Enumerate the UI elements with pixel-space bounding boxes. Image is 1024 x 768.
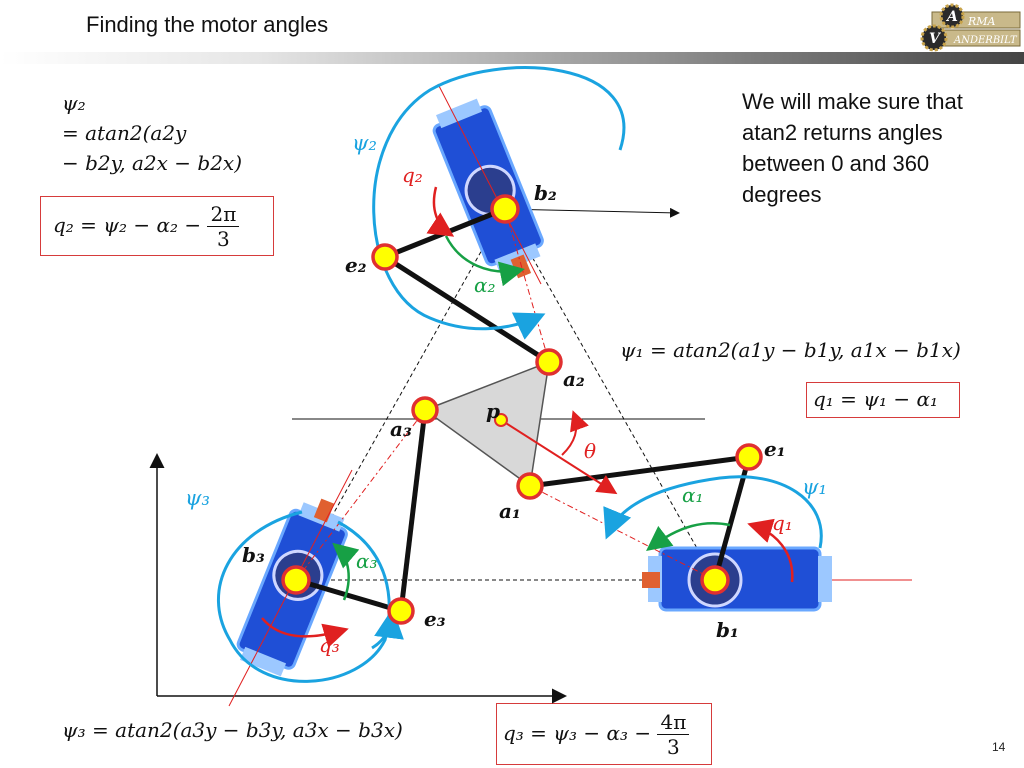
q3-fraction-num: 4π: [657, 710, 690, 735]
joint-a3: [411, 396, 439, 424]
q2-fraction-num: 2π: [207, 202, 240, 227]
psi2-eq-line-3: − b2y, a2x − b2x): [62, 151, 243, 175]
platform-orientation-arrow: [500, 419, 618, 495]
link-e3-a3: [398, 409, 428, 612]
label-q2: q₂: [402, 163, 423, 187]
q3-fraction: 4π 3: [657, 710, 690, 759]
psi1-arc: [603, 475, 823, 549]
servo-b1: [642, 546, 832, 612]
psi2-eq-line-2: = atan2(a2y: [62, 121, 187, 145]
psi2-eq-line-1: ψ₂: [62, 91, 86, 115]
q2-equation-lhs: q₂ = ψ₂ − α₂ −: [53, 213, 202, 237]
q3-equation-lhs: q₃ = ψ₃ − α₃ −: [503, 721, 652, 745]
joint-a2: [535, 348, 563, 376]
label-psi2: ψ₂: [352, 131, 377, 155]
psi1-equation: ψ₁ = atan2(a1y − b1y, a1x − b1x): [620, 338, 961, 362]
label-a1: a₁: [499, 499, 521, 523]
q2-fraction: 2π 3: [207, 202, 240, 251]
moving-platform: [423, 360, 550, 488]
link-b3-e3: [295, 577, 402, 614]
label-e3: e₃: [424, 607, 446, 631]
label-psi3: ψ₃: [185, 486, 210, 510]
label-theta: θ: [584, 439, 596, 463]
platform-center-p: [494, 413, 508, 427]
label-q3: q₃: [319, 633, 340, 657]
logo-letter-a: A: [945, 9, 958, 25]
q3-fraction-den: 3: [667, 735, 680, 759]
joint-a1: [516, 472, 544, 500]
q2-fraction-den: 3: [217, 227, 230, 251]
label-b1: b₁: [716, 618, 739, 642]
joint-b2: [490, 194, 520, 224]
label-alpha3: α₃: [356, 549, 378, 573]
psi3-equation: ψ₃ = atan2(a3y − b3y, a3x − b3x): [62, 718, 403, 742]
page-number: 14: [992, 740, 1006, 754]
slide-title: Finding the motor angles: [86, 12, 329, 37]
psi2-arc: [372, 66, 626, 340]
dashdot-a2-b2: [504, 208, 550, 363]
theta-arc: [561, 410, 589, 456]
link-e2-a2: [383, 254, 551, 365]
label-e2: e₂: [345, 253, 367, 277]
psi2-equation: ψ₂ = atan2(a2y − b2y, a2x − b2x): [62, 88, 242, 178]
label-a3: a₃: [390, 417, 412, 441]
alpha1-arc: [646, 522, 731, 552]
atan2-note: We will make sure that atan2 returns ang…: [742, 89, 963, 207]
alpha2-arc: [444, 235, 525, 287]
joint-b3: [281, 565, 311, 595]
dashed-b2-b1: [504, 208, 716, 581]
q3-equation-box: q₃ = ψ₃ − α₃ − 4π 3: [496, 703, 712, 765]
dashdot-a3-b3: [295, 409, 426, 581]
servo-b2: [432, 98, 544, 279]
label-b3: b₃: [242, 543, 265, 567]
b2-servo-axis: [437, 83, 542, 285]
alpha3-arc: [332, 542, 360, 601]
dashed-b2-b3: [295, 208, 506, 581]
psi3-arc: [216, 510, 391, 683]
logo-letter-v: V: [929, 31, 942, 47]
joint-b1: [700, 565, 730, 595]
label-psi1: ψ₁: [802, 475, 827, 499]
label-q1: q₁: [772, 511, 793, 535]
q2-arc: [426, 186, 455, 237]
link-e1-a1: [529, 454, 750, 489]
logo-text-top: RMA: [967, 15, 996, 28]
title-divider: [0, 52, 1024, 64]
joint-e1: [735, 443, 763, 471]
joint-e3: [387, 597, 415, 625]
label-a2: a₂: [563, 367, 585, 391]
label-b2: b₂: [534, 181, 557, 205]
q2-equation-box: q₂ = ψ₂ − α₂ − 2π 3: [40, 196, 274, 256]
q1-equation-box: q₁ = ψ₁ − α₁: [806, 382, 960, 418]
label-alpha1: α₁: [682, 483, 704, 507]
logo-text-bottom: ANDERBILT: [953, 35, 1018, 46]
vanderbilt-rma-logo: RMA ANDERBILT A V: [920, 3, 1021, 52]
q1-equation: q₁ = ψ₁ − α₁: [813, 387, 938, 411]
label-p: p: [486, 399, 500, 423]
label-alpha2: α₂: [474, 273, 496, 297]
joint-e2: [371, 243, 399, 271]
label-e1: e₁: [764, 437, 785, 461]
q1-arc: [747, 518, 794, 583]
b2-reference-line: [504, 207, 680, 218]
q3-arc: [261, 617, 349, 648]
